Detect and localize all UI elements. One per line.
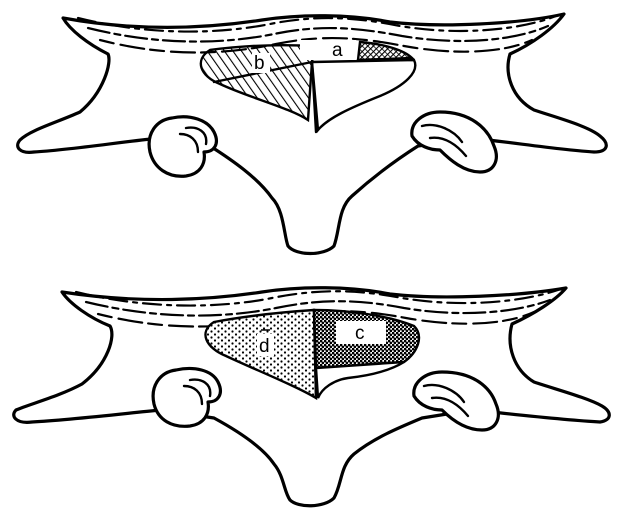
label-d: d [259, 336, 270, 357]
label-a: a [332, 40, 343, 61]
label-c: c [355, 323, 365, 344]
label-b: b [254, 53, 265, 74]
top-left-articular-process [149, 117, 216, 176]
bottom-vertebra: c d [14, 288, 610, 506]
top-vertebra: a b [18, 14, 607, 254]
